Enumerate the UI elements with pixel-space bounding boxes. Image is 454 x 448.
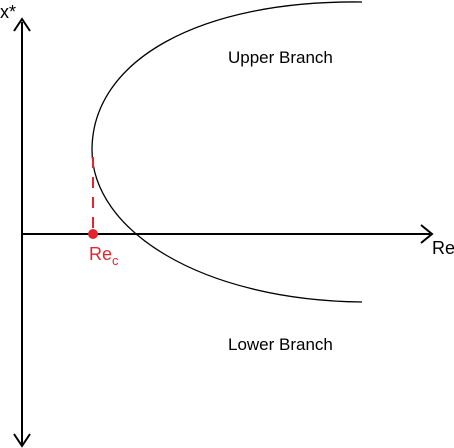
critical-label-subscript: c xyxy=(112,253,119,268)
vertical-axis xyxy=(13,17,31,448)
bifurcation-curve xyxy=(91,1,363,303)
vertical-axis-top-arrow xyxy=(13,17,31,32)
critical-point-label: Rec xyxy=(89,244,119,268)
lower-branch-label: Lower Branch xyxy=(228,335,333,354)
critical-label-main: Re xyxy=(89,244,112,264)
x-axis-label: Re xyxy=(432,238,454,258)
upper-branch-label: Upper Branch xyxy=(228,48,333,67)
critical-point-marker xyxy=(88,229,98,239)
horizontal-axis-arrow xyxy=(420,224,434,244)
horizontal-axis xyxy=(22,224,434,244)
vertical-axis-bottom-arrow xyxy=(13,433,31,448)
y-axis-label: x* xyxy=(0,2,16,22)
